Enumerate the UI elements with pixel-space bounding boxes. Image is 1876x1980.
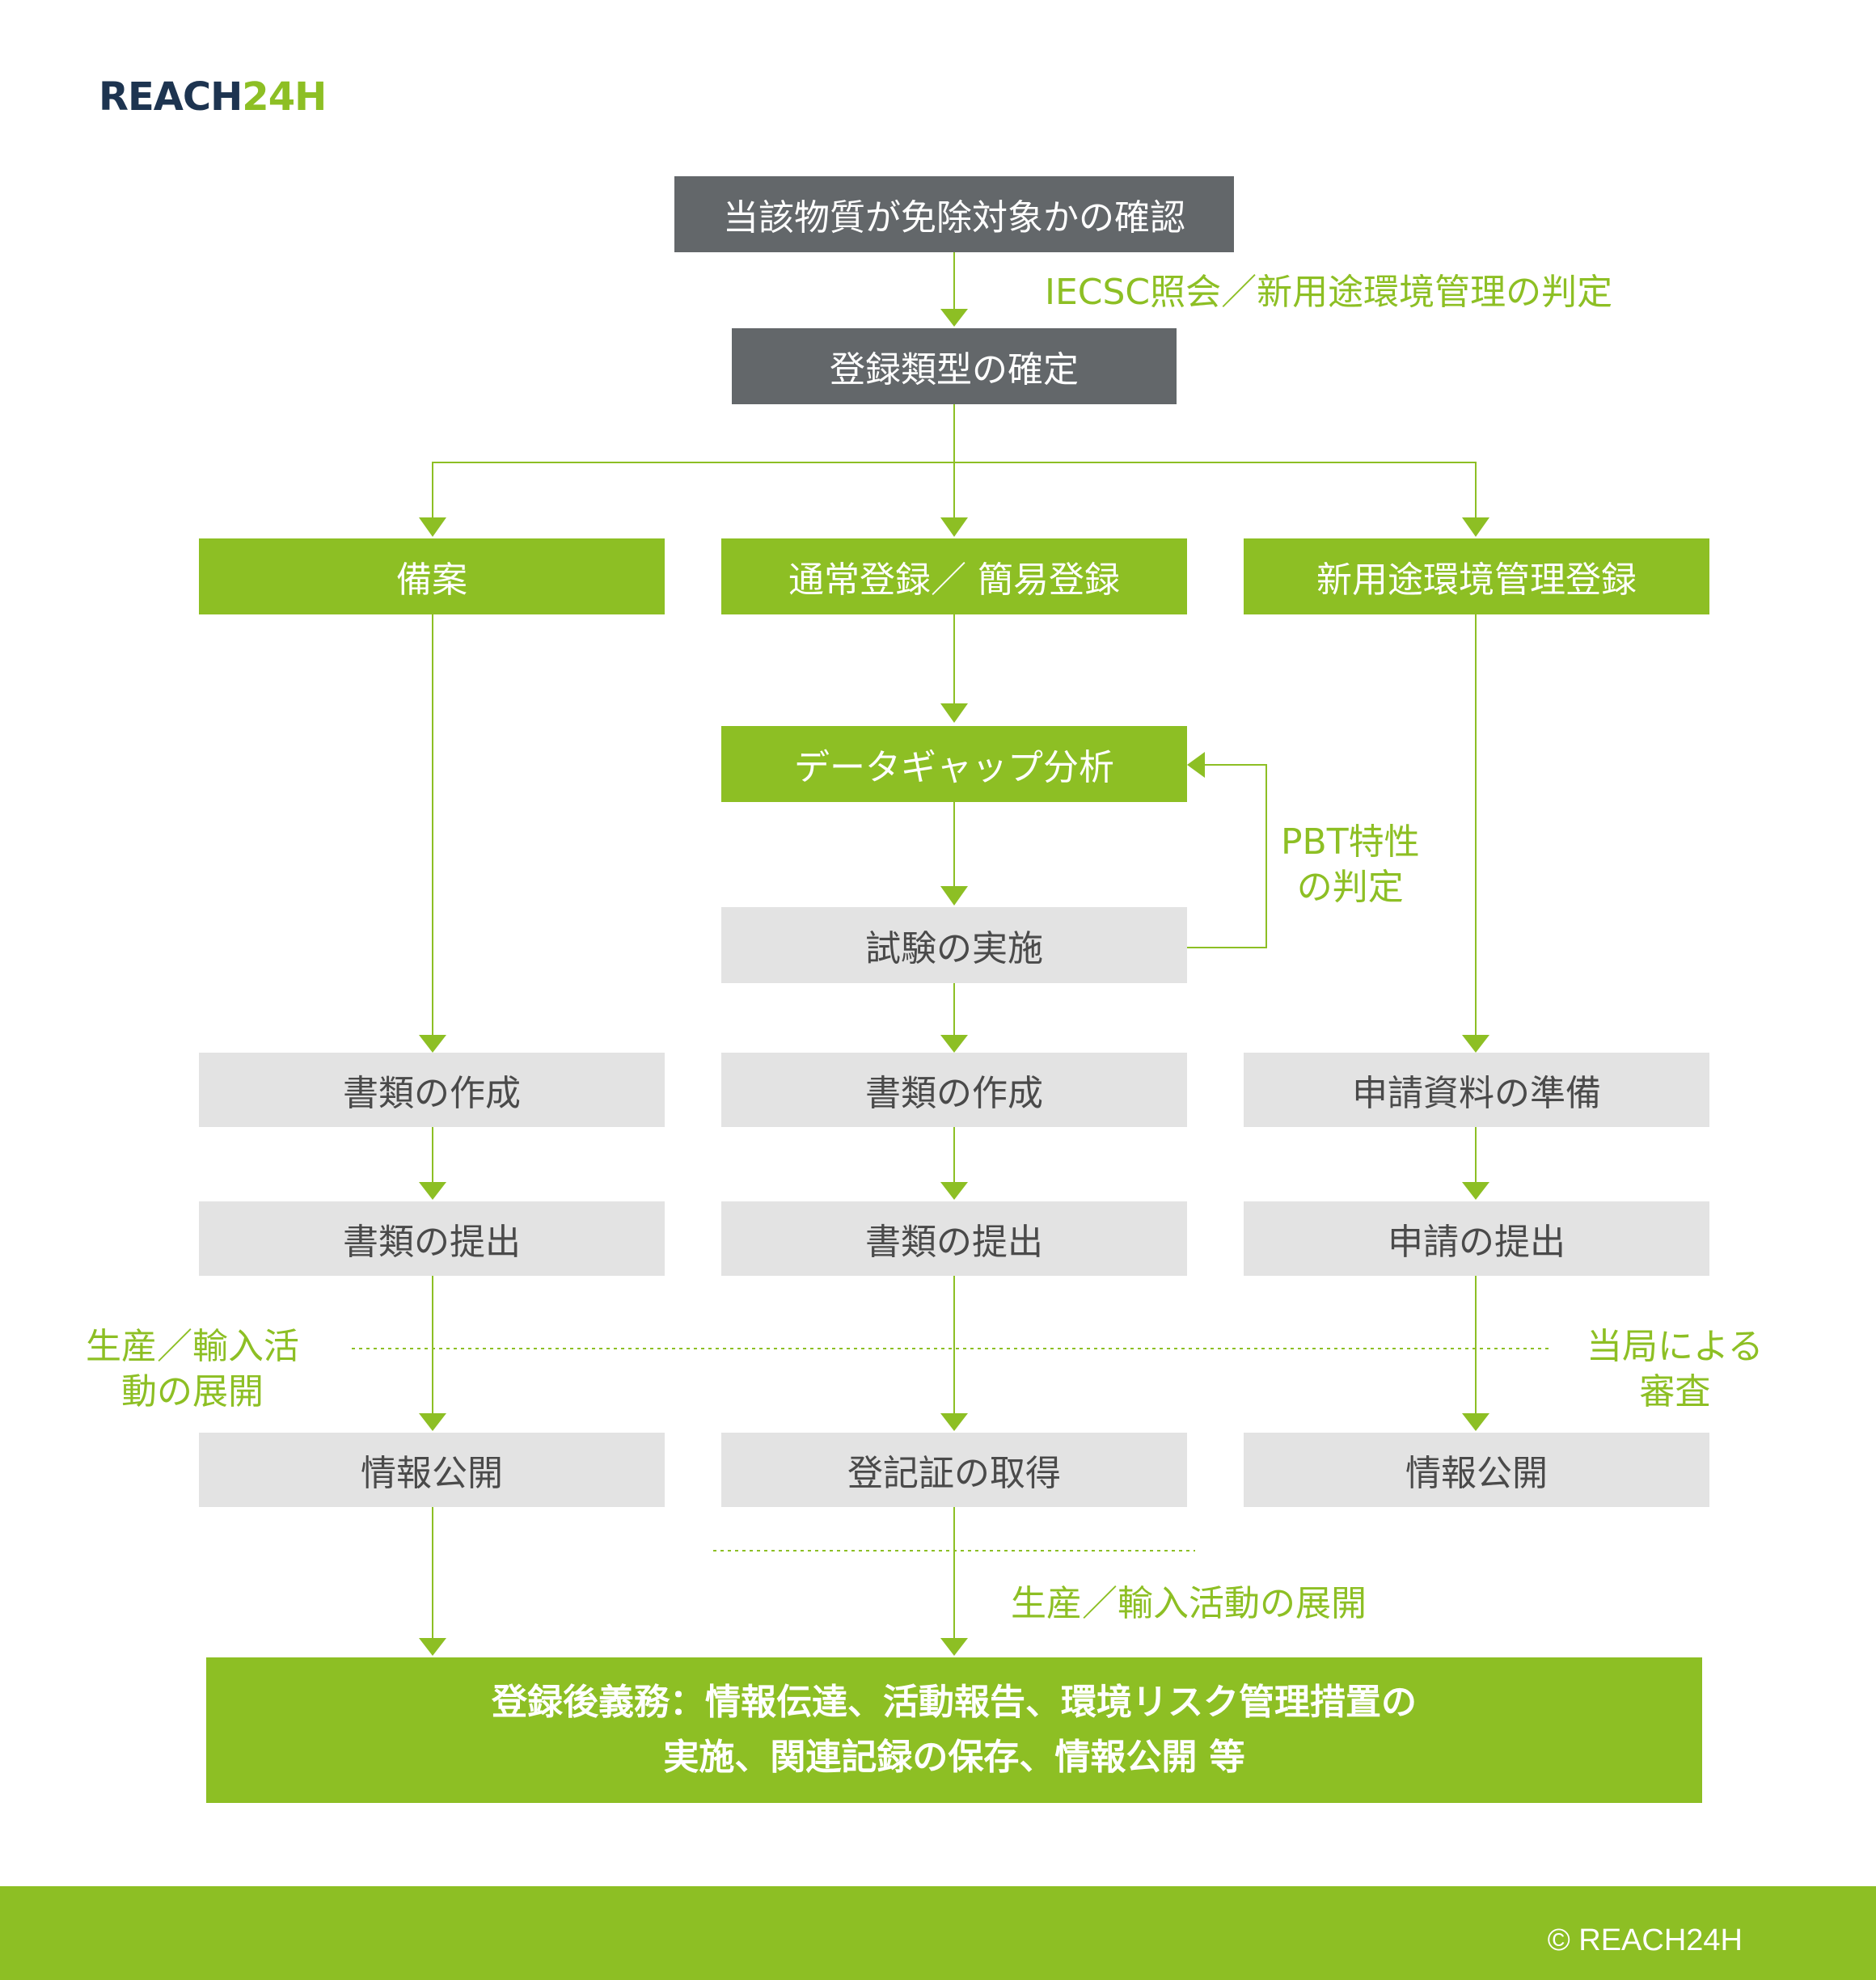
standard-simple-box: 通常登録／ 簡易登録 [721, 538, 1187, 614]
review-label-line2: 審査 [1639, 1371, 1711, 1412]
doc-submit-left-box: 書類の提出 [199, 1201, 665, 1276]
info-public-left-box: 情報公開 [199, 1433, 665, 1507]
data-gap-box: データギャップ分析 [721, 726, 1187, 802]
prod-left-label-line2: 動の展開 [121, 1371, 264, 1412]
doc-prep-left-box: 書類の作成 [199, 1053, 665, 1127]
prod-bottom-label: 生産／輸入活動の展開 [1011, 1583, 1367, 1624]
iecsc-label: IECSC照会／新用途環境管理の判定 [1045, 272, 1613, 313]
copyright-text: © REACH24H [1547, 1923, 1743, 1957]
new-use-env-box: 新用途環境管理登録 [1244, 538, 1709, 614]
reach24h-logo: REACH24H [99, 74, 327, 120]
logo-part2: 24H [242, 74, 327, 120]
app-prep-right-box: 申請資料の準備 [1244, 1053, 1709, 1127]
cert-mid-box: 登記証の取得 [721, 1433, 1187, 1507]
confirm-exempt-box: 当該物質が免除対象かの確認 [674, 176, 1234, 252]
footer-bar: © REACH24H [0, 1886, 1876, 1980]
registration-type-box: 登録類型の確定 [732, 328, 1177, 404]
post-obligations-line2: 実施、関連記録の保存、情報公開 等 [663, 1737, 1245, 1778]
app-submit-right-box: 申請の提出 [1244, 1201, 1709, 1276]
pbt-label-line2: の判定 [1296, 867, 1404, 908]
prod-left-label: 生産／輸入活動の展開 [86, 1324, 299, 1415]
post-obligations-line1: 登録後義務：情報伝達、活動報告、環境リスク管理措置の [492, 1682, 1417, 1723]
doc-submit-mid-box: 書類の提出 [721, 1201, 1187, 1276]
logo-part1: REACH [99, 74, 243, 120]
pbt-label-line1: PBT特性 [1281, 821, 1420, 863]
post-obligations-box: 登録後義務：情報伝達、活動報告、環境リスク管理措置の 実施、関連記録の保存、情報… [206, 1657, 1702, 1803]
filing-box: 備案 [199, 538, 665, 614]
info-public-right-box: 情報公開 [1244, 1433, 1709, 1507]
doc-prep-mid-box: 書類の作成 [721, 1053, 1187, 1127]
prod-left-label-line1: 生産／輸入活 [86, 1326, 299, 1367]
review-label: 当局による審査 [1587, 1324, 1764, 1415]
review-label-line1: 当局による [1587, 1326, 1764, 1367]
flow-connectors [352, 252, 1553, 1656]
pbt-label: PBT特性の判定 [1281, 820, 1420, 910]
testing-box: 試験の実施 [721, 907, 1187, 983]
